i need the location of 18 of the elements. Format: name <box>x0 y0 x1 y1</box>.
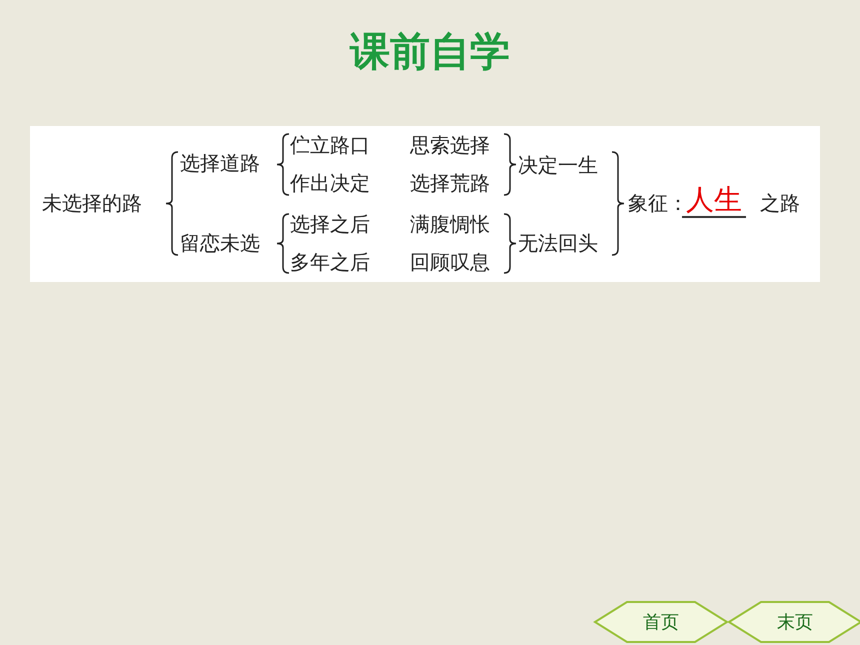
diagram-text: 作出决定 <box>290 171 370 195</box>
diagram-text: 思索选择 <box>410 133 490 157</box>
diagram-text: 无法回头 <box>518 231 598 255</box>
diagram-text: 留恋未选 <box>180 231 260 255</box>
diagram-text: 之路 <box>760 191 800 215</box>
diagram-text: 选择荒路 <box>410 171 490 195</box>
diagram-text: 选择之后 <box>290 212 370 236</box>
diagram-text: 多年之后 <box>290 250 370 274</box>
diagram-text: 未选择的路 <box>42 191 142 215</box>
diagram-text: 决定一生 <box>518 153 598 177</box>
answer-text: 人生 <box>682 184 746 218</box>
diagram-text: 回顾叹息 <box>410 250 490 274</box>
nav-button: 末页 <box>727 600 860 644</box>
nav-button: 首页 <box>593 600 729 644</box>
diagram-text: 满腹惆怅 <box>410 212 490 236</box>
diagram-text: 选择道路 <box>180 151 260 175</box>
page-title: 课前自学 <box>348 28 511 77</box>
diagram-text: 伫立路口 <box>290 133 370 157</box>
